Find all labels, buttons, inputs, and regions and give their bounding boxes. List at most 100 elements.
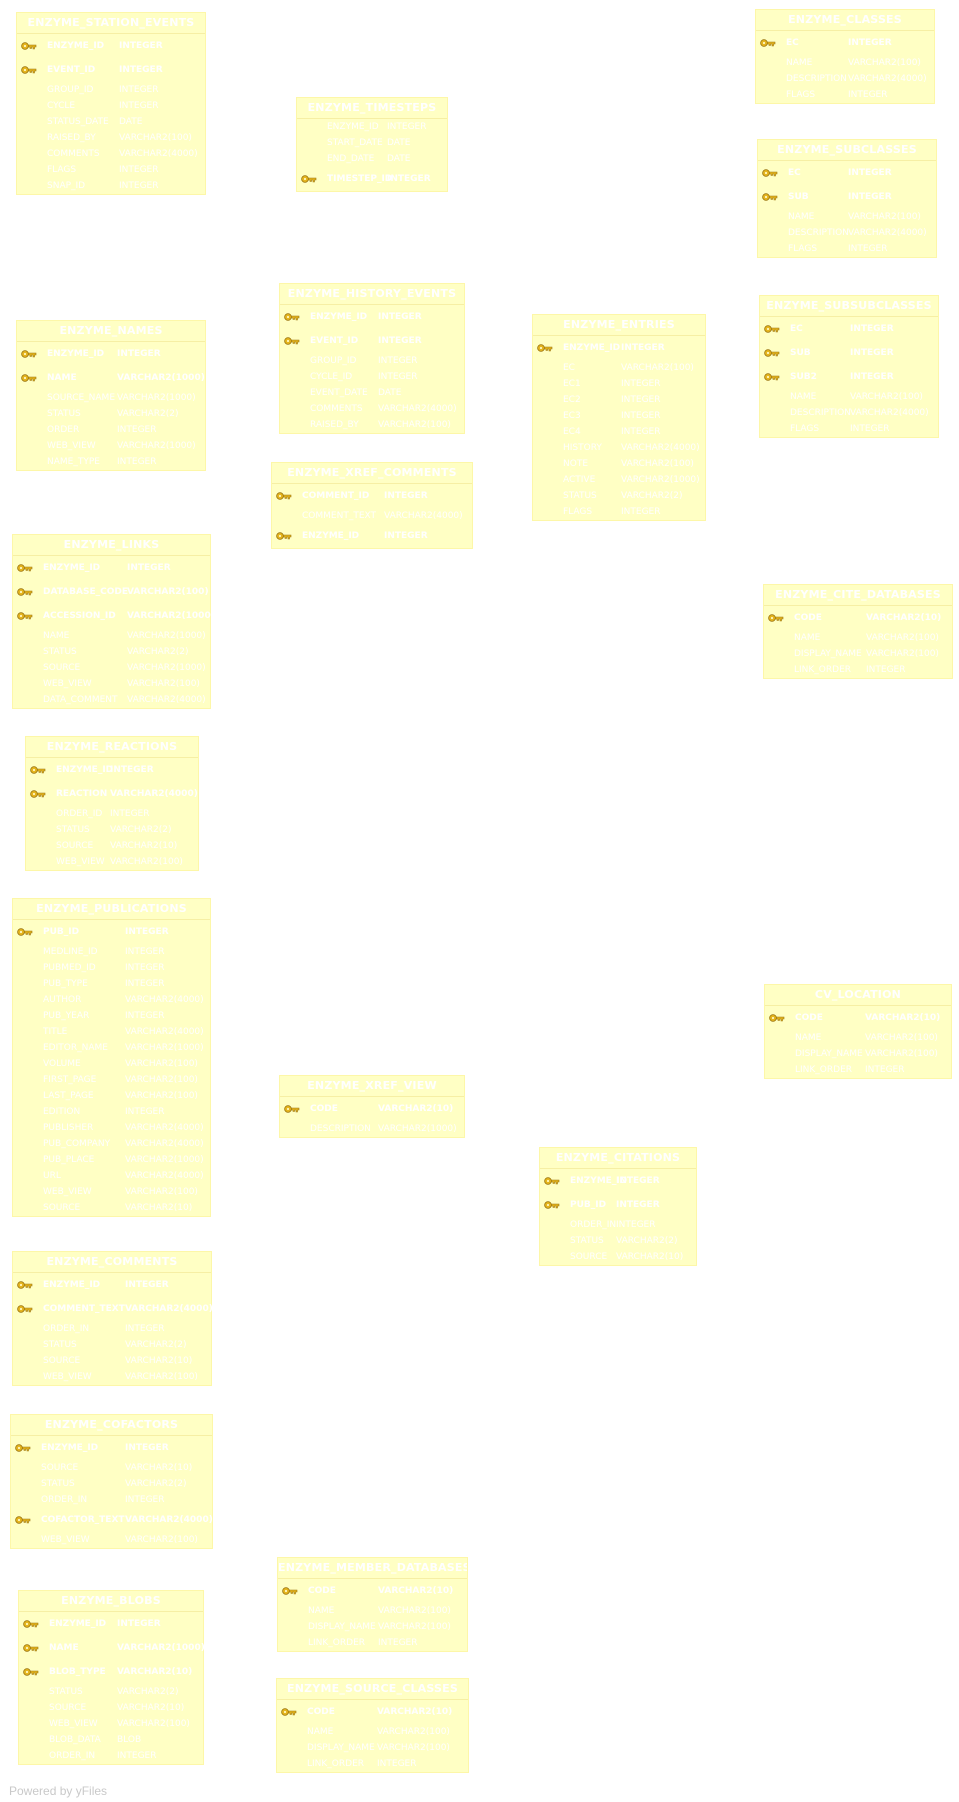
column-name: CODE	[795, 1013, 823, 1023]
column-name: ENZYME_ID	[56, 765, 114, 775]
column-type: VARCHAR2(4000)	[125, 995, 204, 1005]
column-type: VARCHAR2(10)	[110, 841, 178, 851]
column-name: EC	[786, 38, 799, 48]
key-icon	[23, 1668, 39, 1676]
column-type: VARCHAR2(100)	[117, 1719, 190, 1729]
column-type: VARCHAR2(1000)	[127, 631, 206, 641]
column-name: GROUP_ID	[47, 85, 94, 95]
column-name: HISTORY	[563, 443, 602, 453]
column-type: INTEGER	[378, 372, 418, 382]
column-type: VARCHAR2(100)	[865, 1049, 938, 1059]
column-type: INTEGER	[119, 165, 159, 175]
table-column: ORDER_ID INTEGER	[26, 806, 198, 822]
column-type: INTEGER	[387, 122, 427, 132]
column-name: STATUS	[41, 1479, 75, 1489]
key-icon	[15, 1516, 31, 1524]
column-type: INTEGER	[378, 1638, 418, 1648]
table-column: MEDLINE_ID INTEGER	[13, 944, 210, 960]
column-type: VARCHAR2(4000)	[378, 404, 457, 414]
column-type: INTEGER	[125, 1280, 169, 1290]
column-type: VARCHAR2(4000)	[125, 1171, 204, 1181]
column-name: COMMENT_TEXT	[43, 1304, 125, 1314]
column-type: VARCHAR2(100)	[850, 392, 923, 402]
key-icon	[276, 492, 292, 500]
column-name: RAISED_BY	[47, 133, 96, 143]
column-type: VARCHAR2(2)	[125, 1479, 187, 1489]
column-name: BLOB_TYPE	[49, 1667, 106, 1677]
column-name: LAST_PAGE	[43, 1091, 94, 1101]
column-name: WEB_VIEW	[43, 1187, 92, 1197]
key-icon	[17, 1281, 33, 1289]
column-name: NAME_TYPE	[47, 457, 100, 467]
column-type: INTEGER	[377, 1759, 417, 1769]
column-type: VARCHAR2(1000)	[117, 1643, 205, 1653]
column-name: SOURCE	[41, 1463, 79, 1473]
column-name: CODE	[307, 1707, 335, 1717]
column-name: COFACTOR_TEXT	[41, 1515, 125, 1525]
column-name: LINK_ORDER	[794, 665, 852, 675]
column-name: DISPLAY_NAME	[794, 649, 862, 659]
column-name: CYCLE_ID	[310, 372, 353, 382]
column-name: ORDER_ID	[56, 809, 103, 819]
column-type: VARCHAR2(4000)	[621, 443, 700, 453]
column-name: MEDLINE_ID	[43, 947, 98, 957]
column-type: VARCHAR2(10)	[125, 1356, 193, 1366]
key-icon	[760, 39, 776, 47]
column-name: PUBLISHER	[43, 1123, 94, 1133]
column-name: ACCESSION_ID	[43, 611, 116, 621]
column-type: INTEGER	[110, 809, 150, 819]
column-type: VARCHAR2(10)	[865, 1013, 941, 1023]
column-type: VARCHAR2(100)	[377, 1727, 450, 1737]
column-type: INTEGER	[125, 947, 165, 957]
column-type: INTEGER	[125, 1107, 165, 1117]
column-type: INTEGER	[125, 979, 165, 989]
column-type: DATE	[119, 117, 143, 127]
column-name: DATABASE_CODE	[43, 587, 128, 597]
column-type: VARCHAR2(4000)	[110, 789, 198, 799]
column-name: EC3	[563, 411, 581, 421]
key-icon	[284, 1105, 300, 1113]
table-title: ENZYME_COMMENTS	[13, 1252, 211, 1273]
column-type: INTEGER	[127, 563, 171, 573]
column-name: DESCRIPTION	[310, 1124, 371, 1134]
